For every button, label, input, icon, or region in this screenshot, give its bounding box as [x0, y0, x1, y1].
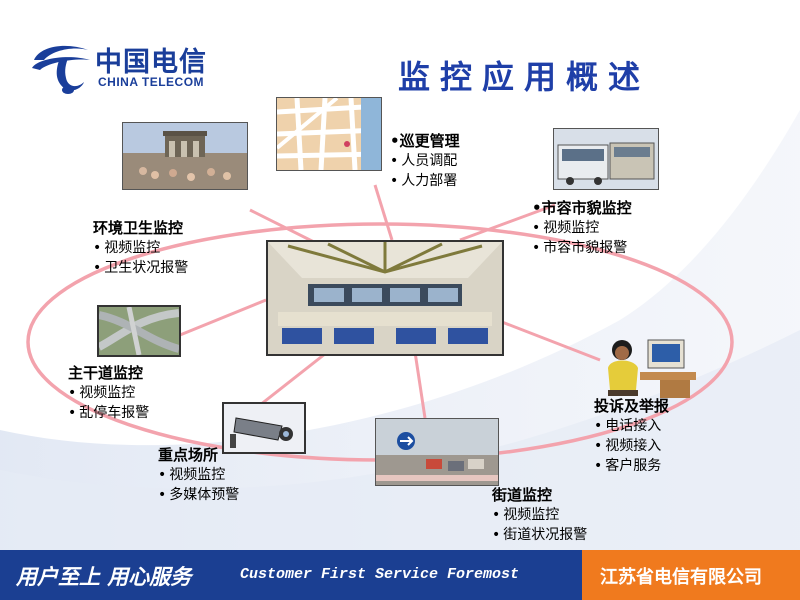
connector-line	[259, 348, 331, 407]
node-heading: •巡更管理	[390, 132, 460, 150]
node-complaint: 投诉及举报 电话接入 视频接入 客户服务	[594, 396, 669, 476]
connector-line	[373, 184, 394, 241]
node-item: 乱停车报警	[68, 403, 149, 423]
node-item: 人力部署	[390, 171, 460, 191]
node-item: 人员调配	[390, 151, 460, 171]
logo-chinese-text: 中国电信	[95, 47, 207, 78]
node-street: 街道监控 视频监控 街道状况报警	[492, 485, 587, 545]
connector-line	[459, 203, 556, 242]
telecom-emblem-icon	[32, 45, 90, 94]
node-item: 视频监控	[68, 383, 149, 403]
node-trunk-road: 主干道监控 视频监控 乱停车报警	[68, 363, 149, 423]
node-item: 卫生状况报警	[93, 258, 188, 278]
node-item: 视频接入	[594, 436, 669, 456]
node-environment: 环境卫生监控 视频监控 卫生状况报警	[93, 218, 188, 278]
node-item: 视频监控	[93, 238, 188, 258]
node-heading: 投诉及举报	[594, 397, 670, 415]
connector-line	[413, 351, 427, 419]
footer-company-panel: 江苏省电信有限公司	[582, 550, 800, 600]
node-city: •市容市貌监控 视频监控 市容市貌报警	[532, 198, 632, 258]
plaza-crowd-image	[122, 122, 248, 190]
node-item: 视频监控	[158, 465, 239, 485]
node-heading: 街道监控	[492, 486, 553, 504]
company-name: 江苏省电信有限公司	[600, 567, 762, 588]
node-item: 多媒体预警	[158, 485, 239, 505]
china-telecom-logo	[30, 38, 220, 98]
logo-english-text: CHINA TELECOM	[98, 75, 205, 89]
node-heading: 重点场所	[158, 446, 219, 464]
street-map-image	[276, 97, 382, 171]
connector-line	[179, 298, 267, 337]
node-item: 电话接入	[594, 416, 669, 436]
highway-interchange-image	[97, 305, 181, 357]
node-item: 视频监控	[492, 505, 587, 525]
bus-station-image	[553, 128, 659, 190]
call-center-operator-image	[600, 334, 696, 398]
node-heading: 环境卫生监控	[93, 219, 184, 237]
cctv-camera-image	[222, 402, 306, 454]
node-item: 视频监控	[532, 218, 632, 238]
connector-line	[501, 320, 601, 362]
node-key-sites: 重点场所 视频监控 多媒体预警	[158, 445, 239, 505]
node-heading: •市容市貌监控	[532, 199, 632, 217]
control-room-image	[266, 240, 504, 356]
node-item: 市容市貌报警	[532, 238, 632, 258]
street-traffic-image	[375, 418, 499, 486]
node-patrol: •巡更管理 人员调配 人力部署	[390, 131, 460, 191]
footer-slogan-panel: 用户至上 用心服务 Customer First Service Foremos…	[0, 550, 582, 600]
slogan-english: Customer First Service Foremost	[240, 566, 520, 583]
node-item: 街道状况报警	[492, 525, 587, 545]
slogan-chinese: 用户至上 用心服务	[16, 565, 192, 589]
footer-bar: 用户至上 用心服务 Customer First Service Foremos…	[0, 550, 800, 600]
node-item: 客户服务	[594, 456, 669, 476]
node-heading: 主干道监控	[68, 364, 144, 382]
page-title: 监控应用概述	[398, 58, 651, 96]
